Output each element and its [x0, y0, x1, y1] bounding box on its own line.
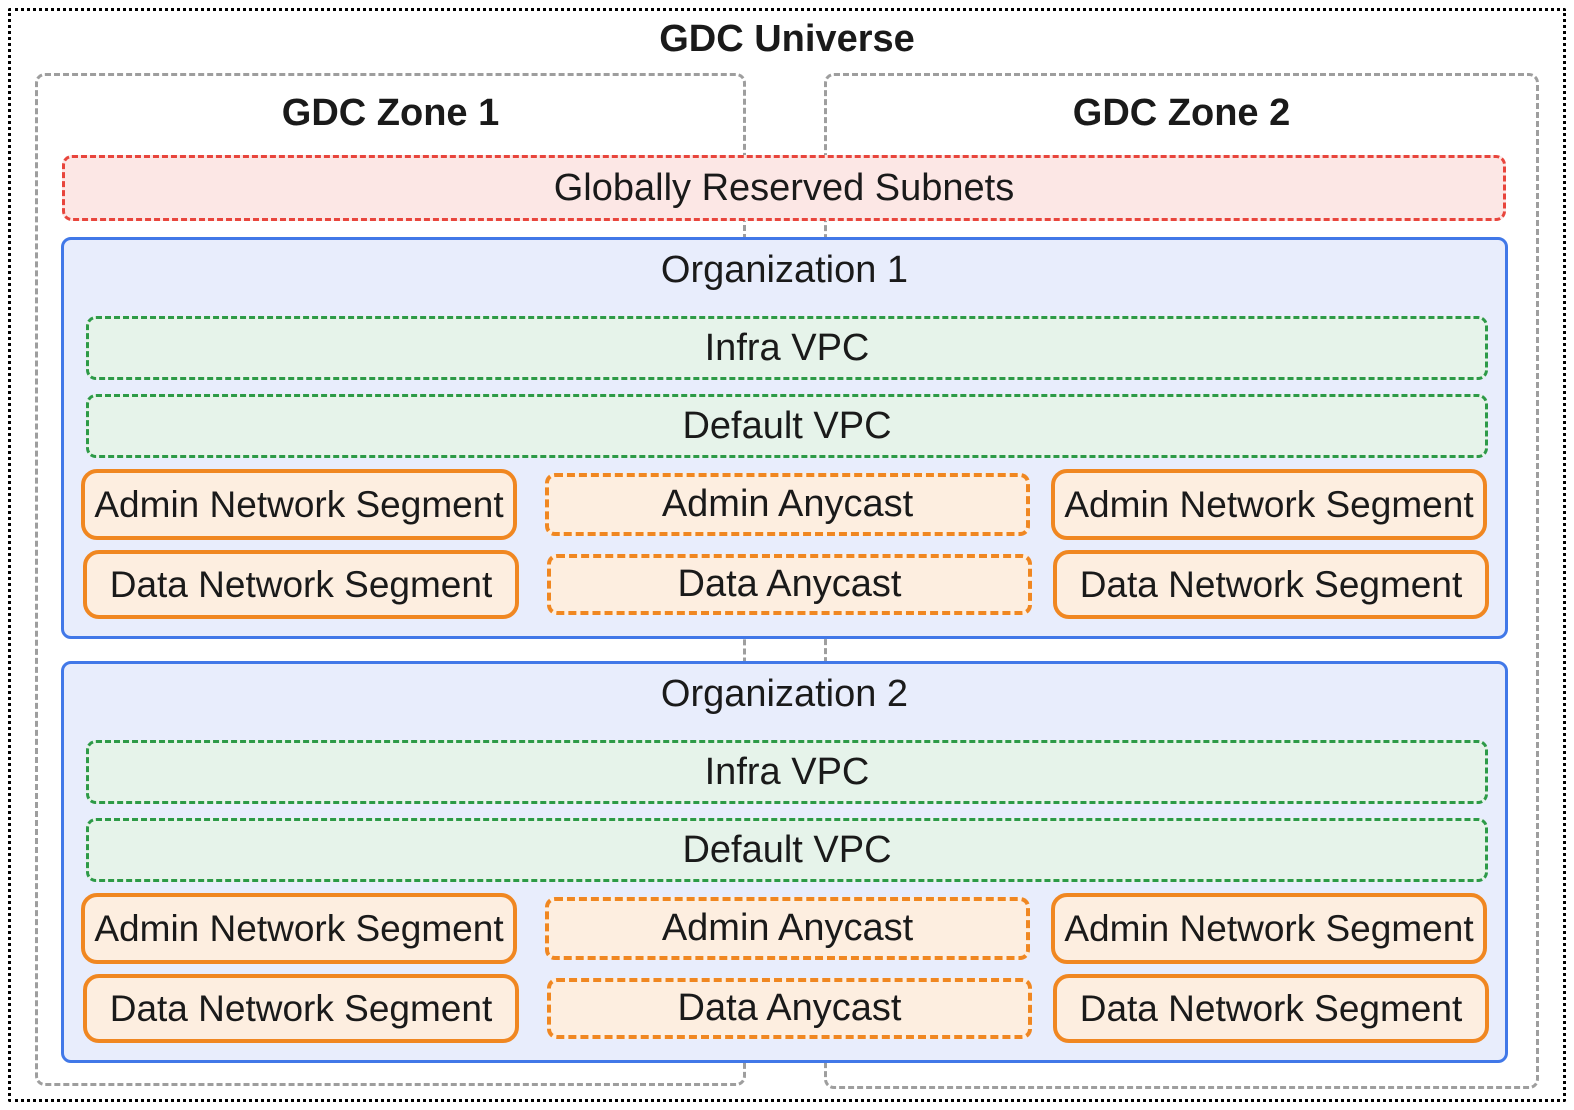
org2-default-vpc-box: Default VPC: [86, 818, 1488, 882]
org2-infra-vpc-box: Infra VPC: [86, 740, 1488, 804]
organization-1-box: Organization 1 Infra VPC Default VPC Adm…: [61, 237, 1508, 639]
org1-admin-anycast-box: Admin Anycast: [545, 473, 1030, 536]
org1-zone1-admin-network-segment: Admin Network Segment: [81, 469, 517, 540]
org1-infra-vpc-box: Infra VPC: [86, 316, 1488, 380]
diagram-title: GDC Universe: [659, 18, 915, 60]
org2-zone1-admin-network-segment: Admin Network Segment: [81, 893, 517, 964]
gdc-zone-2-title: GDC Zone 2: [1072, 92, 1291, 134]
org2-zone2-data-network-segment: Data Network Segment: [1053, 974, 1489, 1043]
org2-zone2-admin-network-segment: Admin Network Segment: [1051, 893, 1487, 964]
organization-1-title: Organization 1: [660, 249, 909, 291]
org1-zone2-admin-network-segment: Admin Network Segment: [1051, 469, 1487, 540]
org2-data-anycast-box: Data Anycast: [547, 978, 1032, 1039]
org1-zone2-data-network-segment: Data Network Segment: [1053, 550, 1489, 619]
globally-reserved-subnets-box: Globally Reserved Subnets: [62, 155, 1506, 221]
gdc-zone-1-title: GDC Zone 1: [281, 92, 500, 134]
org2-admin-anycast-box: Admin Anycast: [545, 897, 1030, 960]
organization-2-box: Organization 2 Infra VPC Default VPC Adm…: [61, 661, 1508, 1063]
org1-data-anycast-box: Data Anycast: [547, 554, 1032, 615]
universe-frame: [8, 8, 1566, 1102]
org2-zone1-data-network-segment: Data Network Segment: [83, 974, 519, 1043]
organization-2-title: Organization 2: [660, 673, 909, 715]
org1-zone1-data-network-segment: Data Network Segment: [83, 550, 519, 619]
org1-default-vpc-box: Default VPC: [86, 394, 1488, 458]
